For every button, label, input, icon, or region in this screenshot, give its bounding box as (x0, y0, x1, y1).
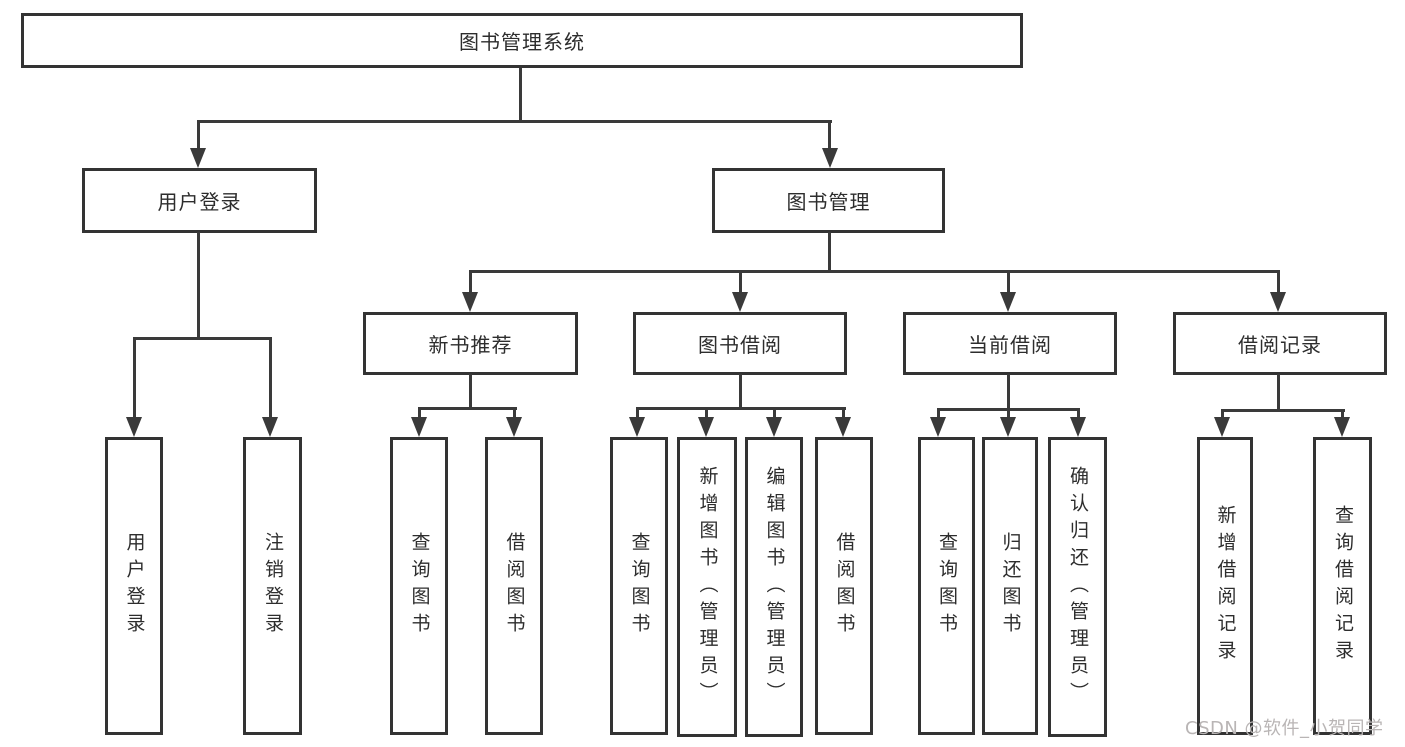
leaf-query-books-current: 查询图书 (918, 437, 975, 735)
connector-user-login-stem (197, 232, 200, 337)
connector-stub (636, 407, 639, 420)
leaf-query-borrow-record: 查询借阅记录 (1313, 437, 1372, 735)
leaf-add-borrow-record: 新增借阅记录 (1197, 437, 1253, 735)
leaf-user-login: 用户登录 (105, 437, 163, 735)
arrow-down-icon (822, 148, 838, 168)
leaf-query-books-borrow-label: 查询图书 (628, 532, 651, 640)
arrow-down-icon (835, 417, 851, 437)
node-root: 图书管理系统 (21, 13, 1023, 68)
connector-stub (1077, 408, 1080, 420)
connector-stub (773, 407, 776, 420)
connector-borrow-records-stem (1277, 374, 1280, 412)
arrow-down-icon (629, 417, 645, 437)
node-root-label: 图书管理系统 (459, 30, 585, 54)
leaf-edit-book-admin-label: 编辑图书（管理员） (763, 465, 786, 709)
leaf-borrow-books: 借阅图书 (815, 437, 873, 735)
node-new-book-recommend-label: 新书推荐 (428, 333, 513, 357)
leaf-confirm-return-admin-label: 确认归还（管理员） (1067, 465, 1089, 709)
arrow-down-icon (1000, 417, 1016, 437)
connector-new-book-split (418, 407, 517, 410)
connector-stub (705, 407, 708, 420)
leaf-query-books-current-label: 查询图书 (936, 532, 958, 640)
node-book-borrow-label: 图书借阅 (698, 333, 782, 357)
node-borrow-records: 借阅记录 (1173, 312, 1387, 375)
connector-stub-current-borrow (1007, 270, 1010, 294)
connector-stub-leaf-logout (269, 337, 272, 420)
arrow-down-icon (506, 417, 522, 437)
connector-stub-leaf-login (133, 337, 136, 420)
arrow-down-icon (930, 417, 946, 437)
arrow-down-icon (1070, 417, 1086, 437)
leaf-logout: 注销登录 (243, 437, 302, 735)
connector-book-borrow-stem (739, 374, 742, 409)
connector-level2-split (197, 120, 832, 123)
leaf-borrow-books-label: 借阅图书 (833, 532, 856, 640)
connector-level3-split (469, 270, 1280, 273)
arrow-down-icon (698, 417, 714, 437)
connector-current-borrow-stem (1007, 374, 1010, 410)
arrow-down-icon (1270, 292, 1286, 312)
leaf-query-books-borrow: 查询图书 (610, 437, 668, 735)
leaf-borrow-books-recommend-label: 借阅图书 (503, 532, 526, 640)
connector-stub-book-mgmt (828, 120, 831, 150)
connector-stub-borrow-records (1277, 270, 1280, 294)
node-user-login-label: 用户登录 (157, 190, 242, 214)
arrow-down-icon (1000, 292, 1016, 312)
leaf-user-login-label: 用户登录 (123, 532, 146, 640)
arrow-down-icon (462, 292, 478, 312)
node-book-management-label: 图书管理 (786, 190, 871, 214)
node-new-book-recommend: 新书推荐 (363, 312, 578, 375)
arrow-down-icon (732, 292, 748, 312)
connector-stub-new-book (469, 270, 472, 294)
connector-user-login-split (133, 337, 272, 340)
connector-stub (1221, 409, 1224, 420)
arrow-down-icon (190, 148, 206, 168)
node-book-management: 图书管理 (712, 168, 945, 233)
connector-stub (937, 408, 940, 420)
connector-new-book-stem (469, 374, 472, 409)
connector-stub-user-login (197, 120, 200, 150)
leaf-query-books-recommend-label: 查询图书 (408, 532, 431, 640)
node-borrow-records-label: 借阅记录 (1238, 333, 1322, 357)
leaf-add-book-admin-label: 新增图书（管理员） (696, 465, 719, 709)
connector-stub (1007, 408, 1010, 420)
csdn-watermark: CSDN @软件_小贺同学 (1185, 718, 1384, 739)
arrow-down-icon (766, 417, 782, 437)
leaf-borrow-books-recommend: 借阅图书 (485, 437, 543, 735)
arrow-down-icon (1214, 417, 1230, 437)
arrow-down-icon (262, 417, 278, 437)
arrow-down-icon (411, 417, 427, 437)
leaf-edit-book-admin: 编辑图书（管理员） (745, 437, 803, 737)
arrow-down-icon (1334, 417, 1350, 437)
node-current-borrow-label: 当前借阅 (968, 333, 1052, 357)
connector-book-borrow-split (636, 407, 846, 410)
leaf-confirm-return-admin: 确认归还（管理员） (1048, 437, 1107, 737)
node-book-borrow: 图书借阅 (633, 312, 847, 375)
leaf-return-book: 归还图书 (982, 437, 1038, 735)
connector-book-mgmt-stem (828, 232, 831, 272)
leaf-add-book-admin: 新增图书（管理员） (677, 437, 737, 737)
connector-root-stem (519, 68, 522, 123)
leaf-add-borrow-record-label: 新增借阅记录 (1214, 505, 1237, 667)
arrow-down-icon (126, 417, 142, 437)
leaf-return-book-label: 归还图书 (999, 532, 1022, 640)
connector-stub (842, 407, 845, 420)
connector-stub (1341, 409, 1344, 420)
connector-stub (418, 407, 421, 420)
node-user-login: 用户登录 (82, 168, 317, 233)
node-current-borrow: 当前借阅 (903, 312, 1117, 375)
leaf-logout-label: 注销登录 (262, 532, 284, 640)
connector-borrow-records-split (1221, 409, 1345, 412)
connector-stub (513, 407, 516, 420)
connector-stub-book-borrow (739, 270, 742, 294)
leaf-query-books-recommend: 查询图书 (390, 437, 448, 735)
leaf-query-borrow-record-label: 查询借阅记录 (1332, 505, 1354, 667)
